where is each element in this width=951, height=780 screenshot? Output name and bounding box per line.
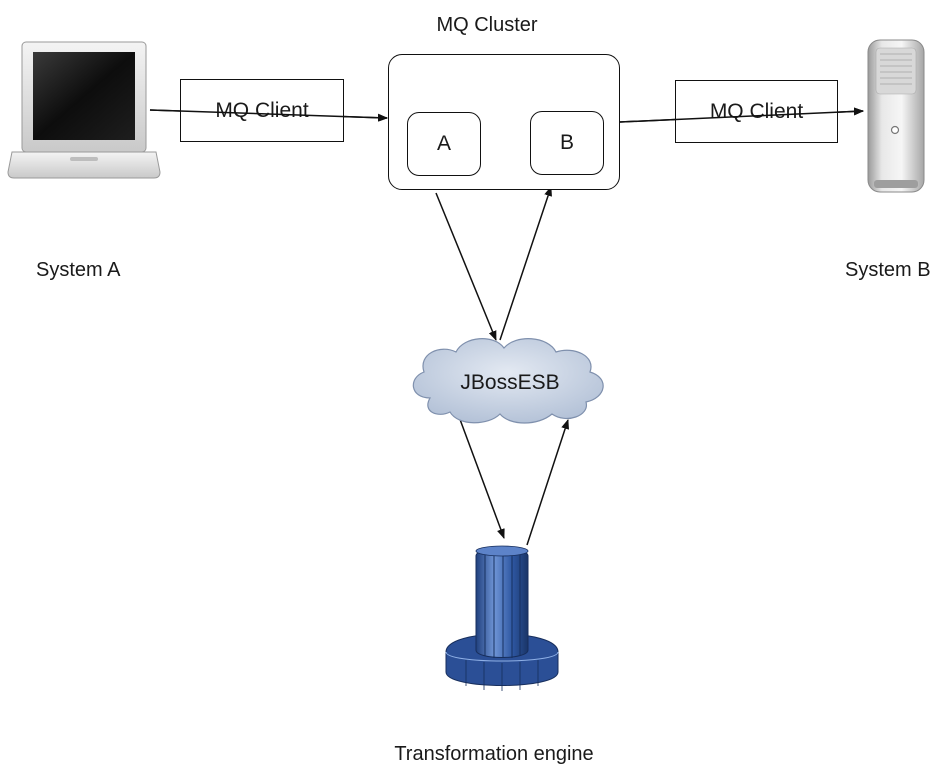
system-b-label: System B	[845, 259, 931, 281]
arrow-queue-a-to-esb	[435, 192, 497, 341]
mainframe-icon	[445, 545, 559, 691]
queue-b-box: B	[530, 111, 604, 175]
esb-label: JBossESB	[460, 371, 560, 394]
mq-cluster-title: MQ Cluster	[436, 14, 538, 36]
server-tower-icon	[867, 39, 925, 193]
mq-client-right-box: MQ Client	[675, 80, 838, 143]
arrow-engine-to-esb	[526, 419, 569, 546]
cloud-icon	[412, 338, 604, 424]
mq-client-left-box: MQ Client	[180, 79, 344, 142]
queue-a-box: A	[407, 112, 481, 176]
transformation-engine-label: Transformation engine	[394, 743, 594, 765]
arrow-esb-to-queue-b	[499, 186, 552, 341]
system-a-label: System A	[36, 259, 121, 281]
arrow-esb-to-engine	[457, 413, 505, 539]
laptop-icon	[7, 41, 161, 179]
